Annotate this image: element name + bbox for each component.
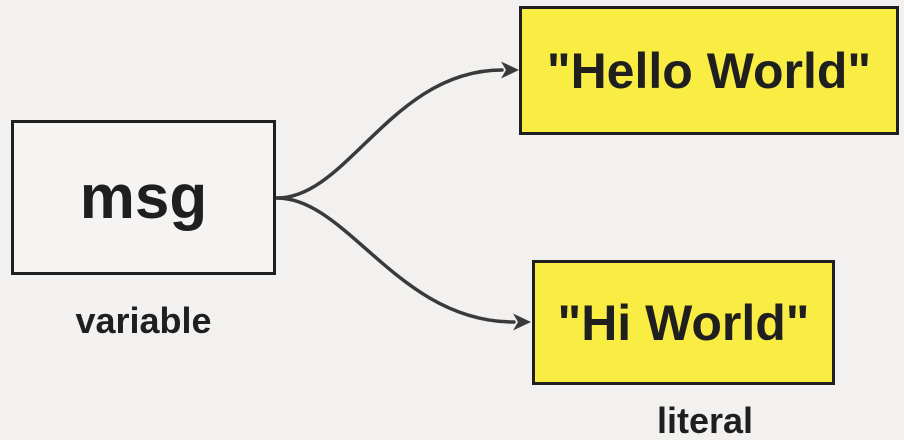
arrow-to-hi-arrowhead-icon [513,313,531,331]
literal-node-hi-world-box: "Hi World" [532,260,835,385]
arrow-to-hello-arrowhead-icon [501,61,519,79]
literal-node-hi-world-text: "Hi World" [557,294,810,351]
arrow-to-hi-curve [275,196,516,324]
arrow-to-hello-curve [275,68,504,200]
literal-node-hello-world-text: "Hello World" [546,42,872,99]
literal-node-hello-world-box: "Hello World" [519,6,899,135]
variable-node-box: msg [11,120,276,275]
variable-caption: variable [75,300,212,341]
variable-node-text: msg [79,163,208,232]
literal-caption: literal [656,400,754,440]
